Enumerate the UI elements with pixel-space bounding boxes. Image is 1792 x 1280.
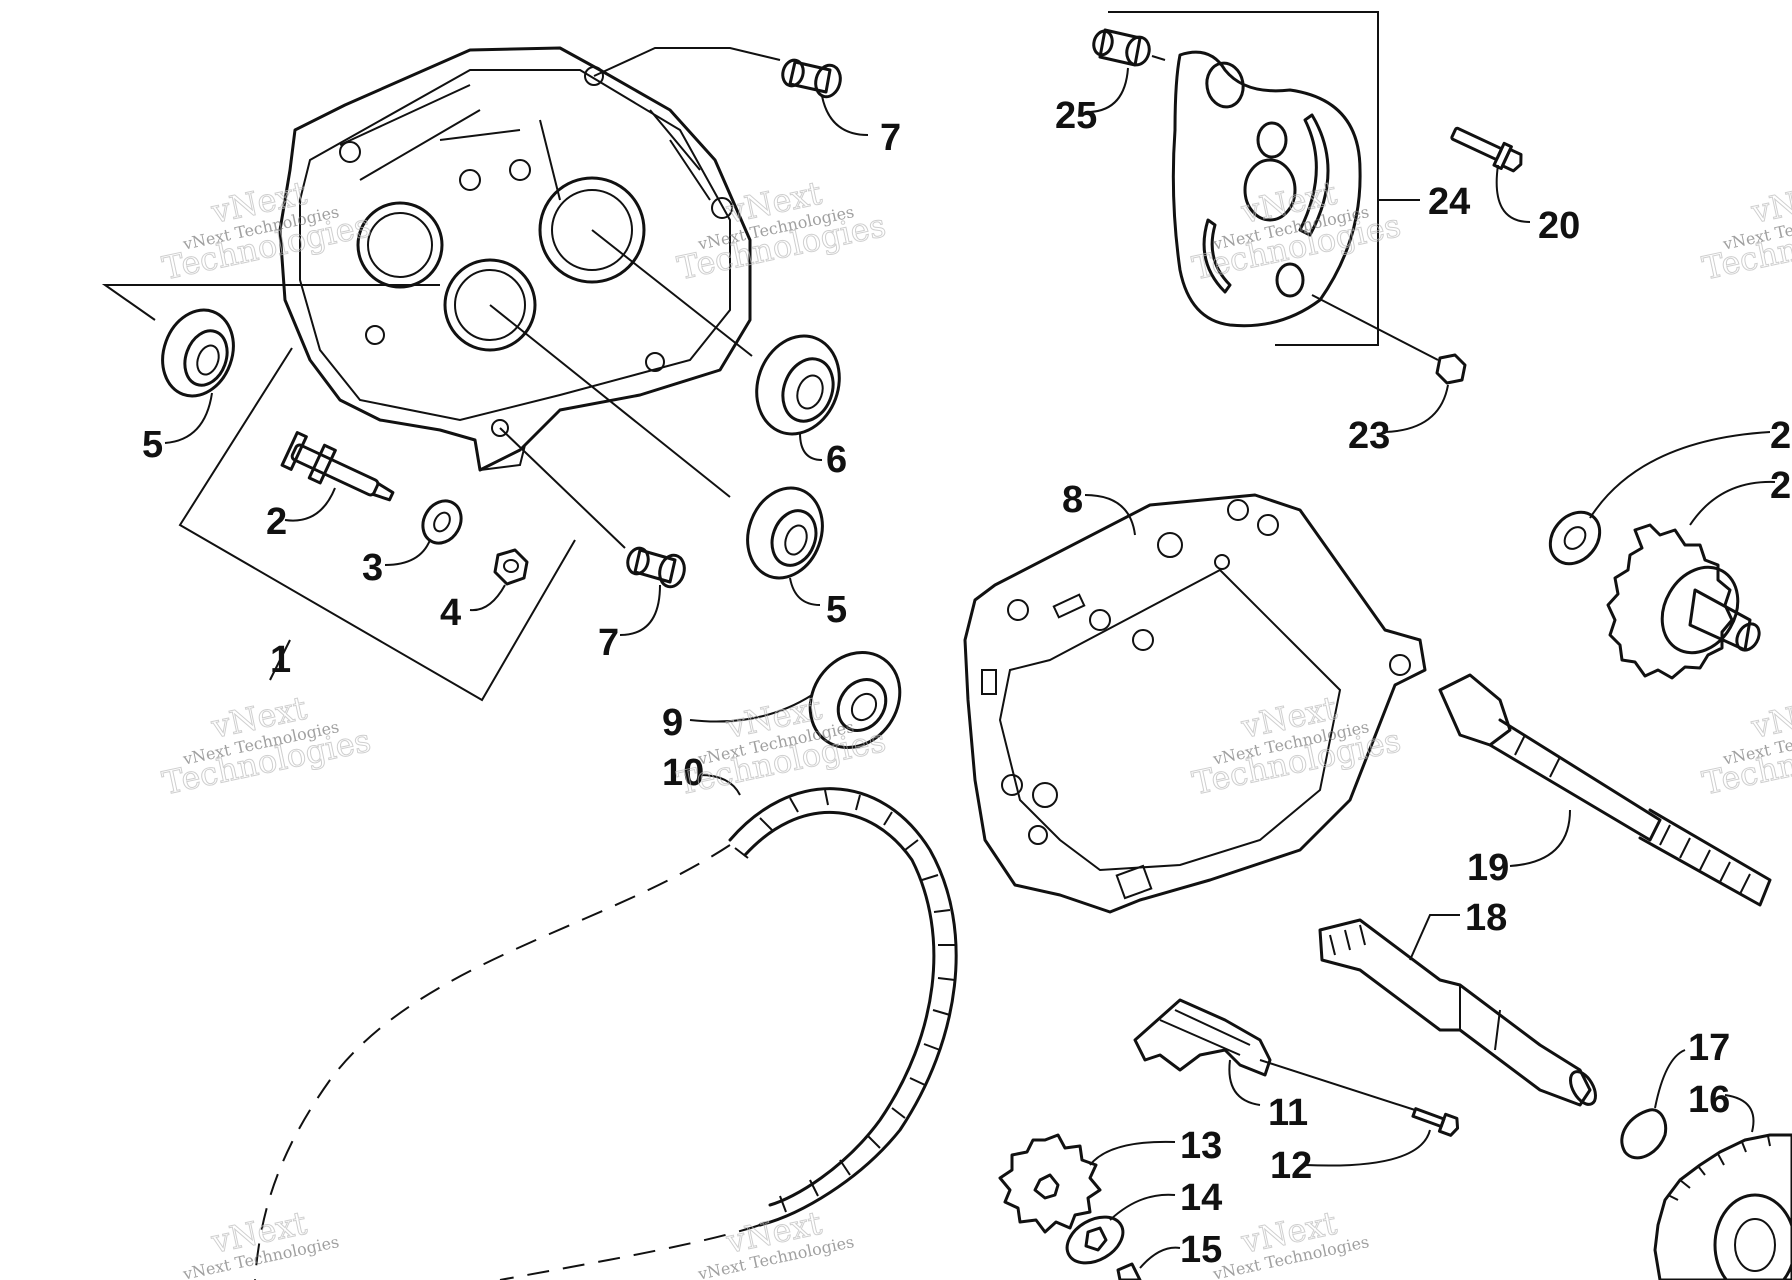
callout-16: 16 bbox=[1688, 1079, 1730, 1121]
dowel-pin bbox=[626, 546, 686, 589]
callout-9: 9 bbox=[662, 702, 683, 744]
callout-15: 15 bbox=[1180, 1229, 1222, 1271]
stud-bolt bbox=[280, 431, 395, 502]
transmission-case-cover bbox=[278, 46, 752, 472]
flange-nut bbox=[493, 548, 529, 586]
drive-sprocket bbox=[998, 1133, 1102, 1234]
callout-21: 21 bbox=[1770, 465, 1792, 507]
dowel-pin bbox=[781, 58, 842, 99]
flange-bolt bbox=[1450, 126, 1523, 173]
small-bolt bbox=[1411, 1107, 1460, 1137]
ball-bearing bbox=[161, 308, 235, 398]
callout-3: 3 bbox=[362, 547, 383, 589]
gasket bbox=[963, 493, 1427, 914]
callout-18: 18 bbox=[1465, 897, 1507, 939]
circlip bbox=[1620, 1108, 1668, 1160]
callout-labels: 1 2 3 4 5 5 6 7 7 8 9 10 11 12 13 14 15 … bbox=[142, 95, 1792, 1271]
chain-path-dashed bbox=[254, 844, 731, 1280]
idler-gear bbox=[1606, 523, 1761, 680]
callout-8: 8 bbox=[1062, 479, 1083, 521]
bolt bbox=[1116, 1262, 1142, 1280]
ball-bearing bbox=[746, 486, 824, 580]
input-shaft bbox=[1438, 673, 1772, 907]
bracket-part-1 bbox=[178, 347, 576, 702]
callout-2: 2 bbox=[266, 501, 287, 543]
lock-plate bbox=[1065, 1215, 1125, 1265]
callout-7-top: 7 bbox=[880, 117, 901, 159]
callout-22: 22 bbox=[1770, 415, 1792, 457]
countershaft bbox=[1318, 918, 1597, 1107]
callout-20: 20 bbox=[1538, 205, 1580, 247]
ball-bearing bbox=[755, 334, 841, 436]
drive-chain bbox=[728, 787, 958, 1227]
chain-guide bbox=[1133, 998, 1272, 1077]
callout-13: 13 bbox=[1180, 1125, 1222, 1167]
collar bbox=[1092, 28, 1151, 67]
callout-17: 17 bbox=[1688, 1027, 1730, 1069]
thrust-washer bbox=[1548, 510, 1602, 566]
callout-23: 23 bbox=[1348, 415, 1390, 457]
hex-nut bbox=[1435, 353, 1467, 385]
callout-25: 25 bbox=[1055, 95, 1097, 137]
callout-7-bottom: 7 bbox=[598, 622, 619, 664]
washer bbox=[421, 499, 463, 545]
callout-11: 11 bbox=[1268, 1092, 1308, 1134]
callout-1: 1 bbox=[270, 639, 291, 681]
callout-12: 12 bbox=[1270, 1145, 1312, 1187]
callout-10: 10 bbox=[662, 752, 704, 794]
callout-24: 24 bbox=[1428, 181, 1470, 223]
driven-gear bbox=[1653, 1133, 1792, 1280]
callout-5-left: 5 bbox=[142, 424, 163, 466]
callout-6: 6 bbox=[826, 439, 847, 481]
callout-14: 14 bbox=[1180, 1177, 1222, 1219]
callout-19: 19 bbox=[1467, 847, 1509, 889]
callout-4: 4 bbox=[440, 592, 461, 634]
sealed-bearing bbox=[808, 650, 902, 750]
callout-5-right: 5 bbox=[826, 589, 847, 631]
